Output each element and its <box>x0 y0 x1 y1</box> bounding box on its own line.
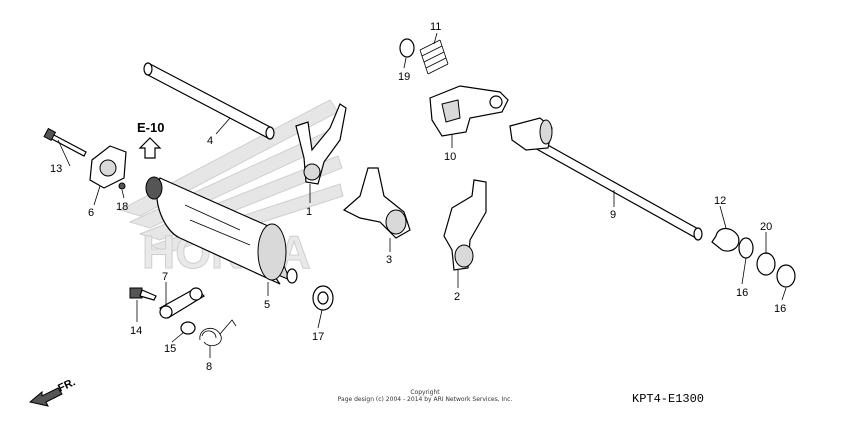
stopper-arm-7[interactable] <box>159 287 205 319</box>
callout-16-b: 16 <box>774 303 786 315</box>
front-arrow-icon <box>28 387 63 407</box>
washer-20[interactable] <box>756 252 776 276</box>
gearshift-spindle-9[interactable] <box>509 117 703 241</box>
front-label: FR. <box>56 376 77 394</box>
callout-4: 4 <box>207 135 213 147</box>
callout-5: 5 <box>264 299 270 311</box>
bolt-13[interactable] <box>43 127 87 157</box>
leader-lines <box>57 32 787 358</box>
gearshift-arm-10[interactable] <box>429 85 509 137</box>
shift-fork-shaft[interactable] <box>143 62 275 140</box>
drum-stopper-cover[interactable] <box>89 145 127 189</box>
washer-16b[interactable] <box>776 264 796 288</box>
callout-20: 20 <box>760 221 772 233</box>
callout-3: 3 <box>386 254 392 266</box>
callout-16-a: 16 <box>736 287 748 299</box>
callout-10: 10 <box>444 151 456 163</box>
diagram-code: KPT4-E1300 <box>632 392 704 406</box>
callout-14: 14 <box>130 325 142 337</box>
return-spring-8[interactable] <box>199 319 237 347</box>
bolt-14[interactable] <box>129 287 157 301</box>
callout-1: 1 <box>306 206 312 218</box>
gearshift-drum[interactable] <box>145 176 298 285</box>
callout-9: 9 <box>610 209 616 221</box>
callout-11: 11 <box>430 21 441 33</box>
pin-18[interactable] <box>118 182 126 190</box>
callout-8: 8 <box>206 361 212 373</box>
copyright-line-1: Copyright <box>410 389 440 396</box>
spring-11[interactable] <box>419 39 449 75</box>
callout-12: 12 <box>714 195 726 207</box>
callout-19: 19 <box>398 71 410 83</box>
washer-16a[interactable] <box>738 237 754 259</box>
callout-13: 13 <box>50 163 62 175</box>
front-direction-indicator: FR. <box>28 376 77 407</box>
spring-12[interactable] <box>711 227 740 252</box>
callout-18: 18 <box>116 201 128 213</box>
callout-2: 2 <box>454 291 460 303</box>
callout-6: 6 <box>88 207 94 219</box>
washer-19[interactable] <box>399 38 415 58</box>
shift-fork-1[interactable] <box>295 103 347 185</box>
shift-fork-3[interactable] <box>342 167 411 239</box>
callout-15: 15 <box>164 343 176 355</box>
callout-7: 7 <box>162 271 168 283</box>
up-arrow-icon <box>138 137 162 159</box>
reference-label: E-10 <box>137 120 164 135</box>
copyright-line-2: Page design (c) 2004 - 2014 by ARI Netwo… <box>338 396 513 403</box>
shift-fork-2[interactable] <box>443 179 487 271</box>
washer-15[interactable] <box>180 321 196 335</box>
callout-17: 17 <box>312 331 324 343</box>
